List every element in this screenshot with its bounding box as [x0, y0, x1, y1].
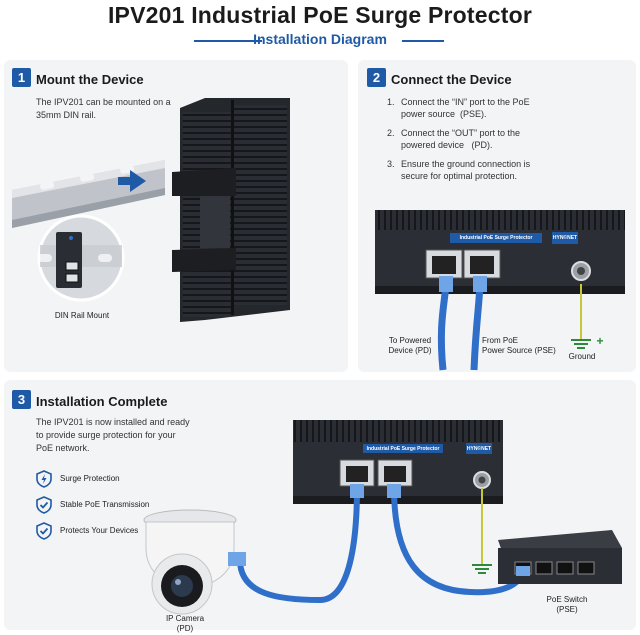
shield-icon: [36, 470, 52, 488]
subtitle-rule-left: [194, 40, 262, 42]
ground-symbol: [571, 284, 591, 349]
ethernet-cables-step2: [437, 276, 487, 371]
step2-badge: 2: [367, 68, 386, 87]
ip-camera: [143, 509, 246, 615]
subtitle-rule-right: [402, 40, 444, 42]
step3-badge: 3: [12, 390, 31, 409]
step3-title: Installation Complete: [36, 394, 168, 409]
din-mount-inset: [37, 214, 125, 302]
brand-logo-step3: HYN©NET: [466, 446, 492, 452]
plus-sign: +: [596, 334, 604, 348]
step1-description: The IPV201 can be mounted on a 35mm DIN …: [36, 96, 171, 122]
label-ground: Ground: [568, 352, 596, 361]
subtitle-row: Installation Diagram: [0, 30, 640, 50]
device-label-step3: Industrial PoE Surge Protector: [366, 446, 440, 452]
label-ip-camera: IP Camera (PD): [165, 614, 205, 633]
step1-badge: 1: [12, 68, 31, 87]
label-poe-switch: PoE Switch (PSE): [546, 595, 588, 614]
poe-switch: [498, 530, 622, 584]
arrow-right-icon: [118, 170, 146, 192]
step3-description: The IPV201 is now installed and ready to…: [36, 417, 190, 453]
page-title: IPV201 Industrial PoE Surge Protector: [107, 2, 533, 28]
surge-protector-device-front: [375, 210, 625, 294]
surge-protector-device-side: [172, 98, 290, 322]
step2-title: Connect the Device: [391, 72, 512, 87]
device-label-step2: Industrial PoE Surge Protector: [459, 235, 533, 241]
shield-check-icon: [36, 522, 52, 540]
din-rail-mount-label: DIN Rail Mount: [54, 311, 110, 320]
ground-symbol: [472, 488, 492, 574]
brand-logo-step2: HYN©NET: [552, 235, 578, 241]
label-pd: To Powered Device (PD): [388, 336, 432, 355]
step1-text-line2: 35mm DIN rail.: [36, 110, 97, 120]
step1-text-line1: The IPV201 can be mounted on a: [36, 97, 171, 107]
surge-protector-device-installed: [293, 420, 503, 504]
step1-title: Mount the Device: [36, 72, 144, 87]
shield-check-icon: [36, 496, 52, 514]
subtitle: Installation Diagram: [253, 31, 387, 47]
label-pse: From PoE Power Source (PSE): [482, 336, 556, 355]
